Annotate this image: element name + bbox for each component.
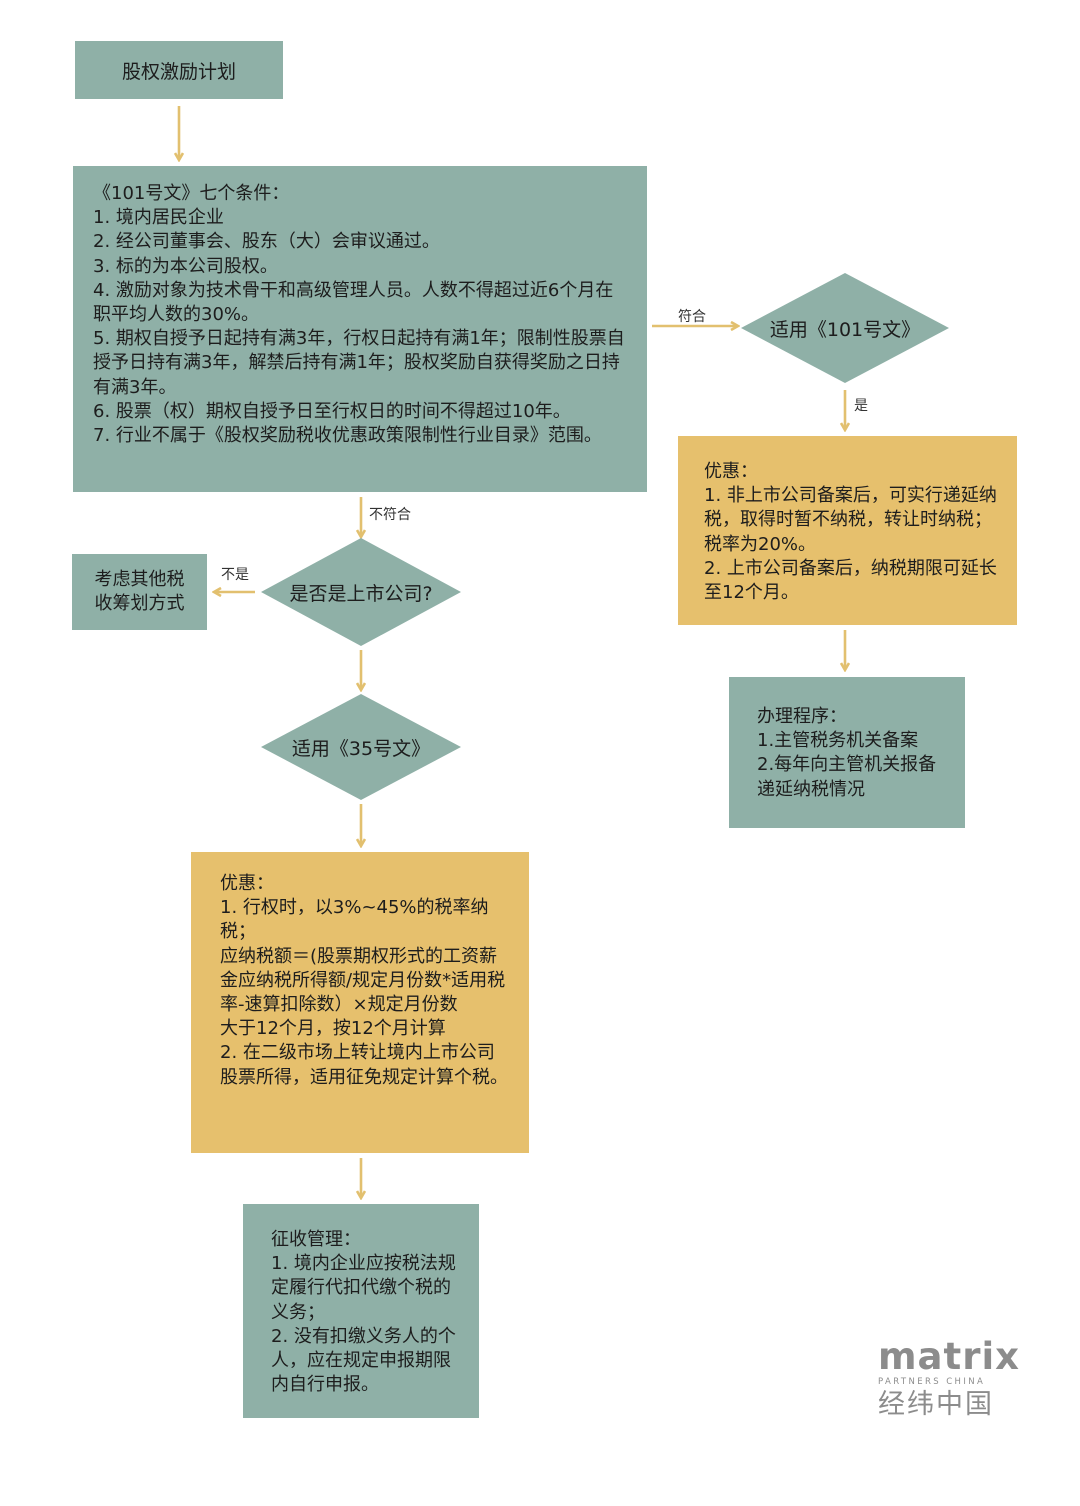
node-start-label: 股权激励计划 <box>121 60 236 83</box>
node-procedure: 办理程序： 1.主管税务机关备案 2.每年向主管机关报备递延纳税情况 <box>729 677 965 828</box>
edge-label-not-conform: 不符合 <box>369 507 411 523</box>
logo-wordmark: matrix <box>878 1335 1021 1378</box>
edge-label-conform: 符合 <box>678 309 706 325</box>
decision-apply-101-shape <box>741 273 949 383</box>
node-101-conditions: 《101号文》七个条件： 1. 境内居民企业 2. 经公司董事会、股东（大）会审… <box>73 166 647 492</box>
node-other-tax-plan-label: 考虑其他税收筹划方式 <box>94 569 185 614</box>
decision-is-listed: 是否是上市公司? <box>289 582 433 605</box>
decision-apply-35: 适用《35号文》 <box>291 737 431 760</box>
node-equity-incentive-plan: 股权激励计划 <box>75 41 283 99</box>
logo-subtitle: PARTNERS CHINA <box>878 1377 986 1387</box>
decision-apply-35-shape <box>261 694 461 800</box>
node-benefit-35: 优惠： 1. 行权时，以3%~45%的税率纳税； 应纳税额＝(股票期权形式的工资… <box>191 852 529 1153</box>
node-benefit-101: 优惠： 1. 非上市公司备案后，可实行递延纳税，取得时暂不纳税，转让时纳税；税率… <box>678 436 1017 625</box>
logo-chinese-name: 经纬中国 <box>878 1389 994 1420</box>
edge-label-no: 不是 <box>221 567 249 583</box>
decision-apply-101: 适用《101号文》 <box>769 318 921 341</box>
matrix-partners-logo: matrix PARTNERS CHINA 经纬中国 <box>878 1335 1021 1422</box>
decision-is-listed-shape <box>261 538 461 646</box>
node-other-tax-plan: 考虑其他税收筹划方式 <box>72 554 207 630</box>
edge-label-yes: 是 <box>854 398 868 414</box>
node-collection-management: 征收管理： 1. 境内企业应按税法规定履行代扣代缴个税的义务； 2. 没有扣缴义… <box>243 1204 479 1418</box>
